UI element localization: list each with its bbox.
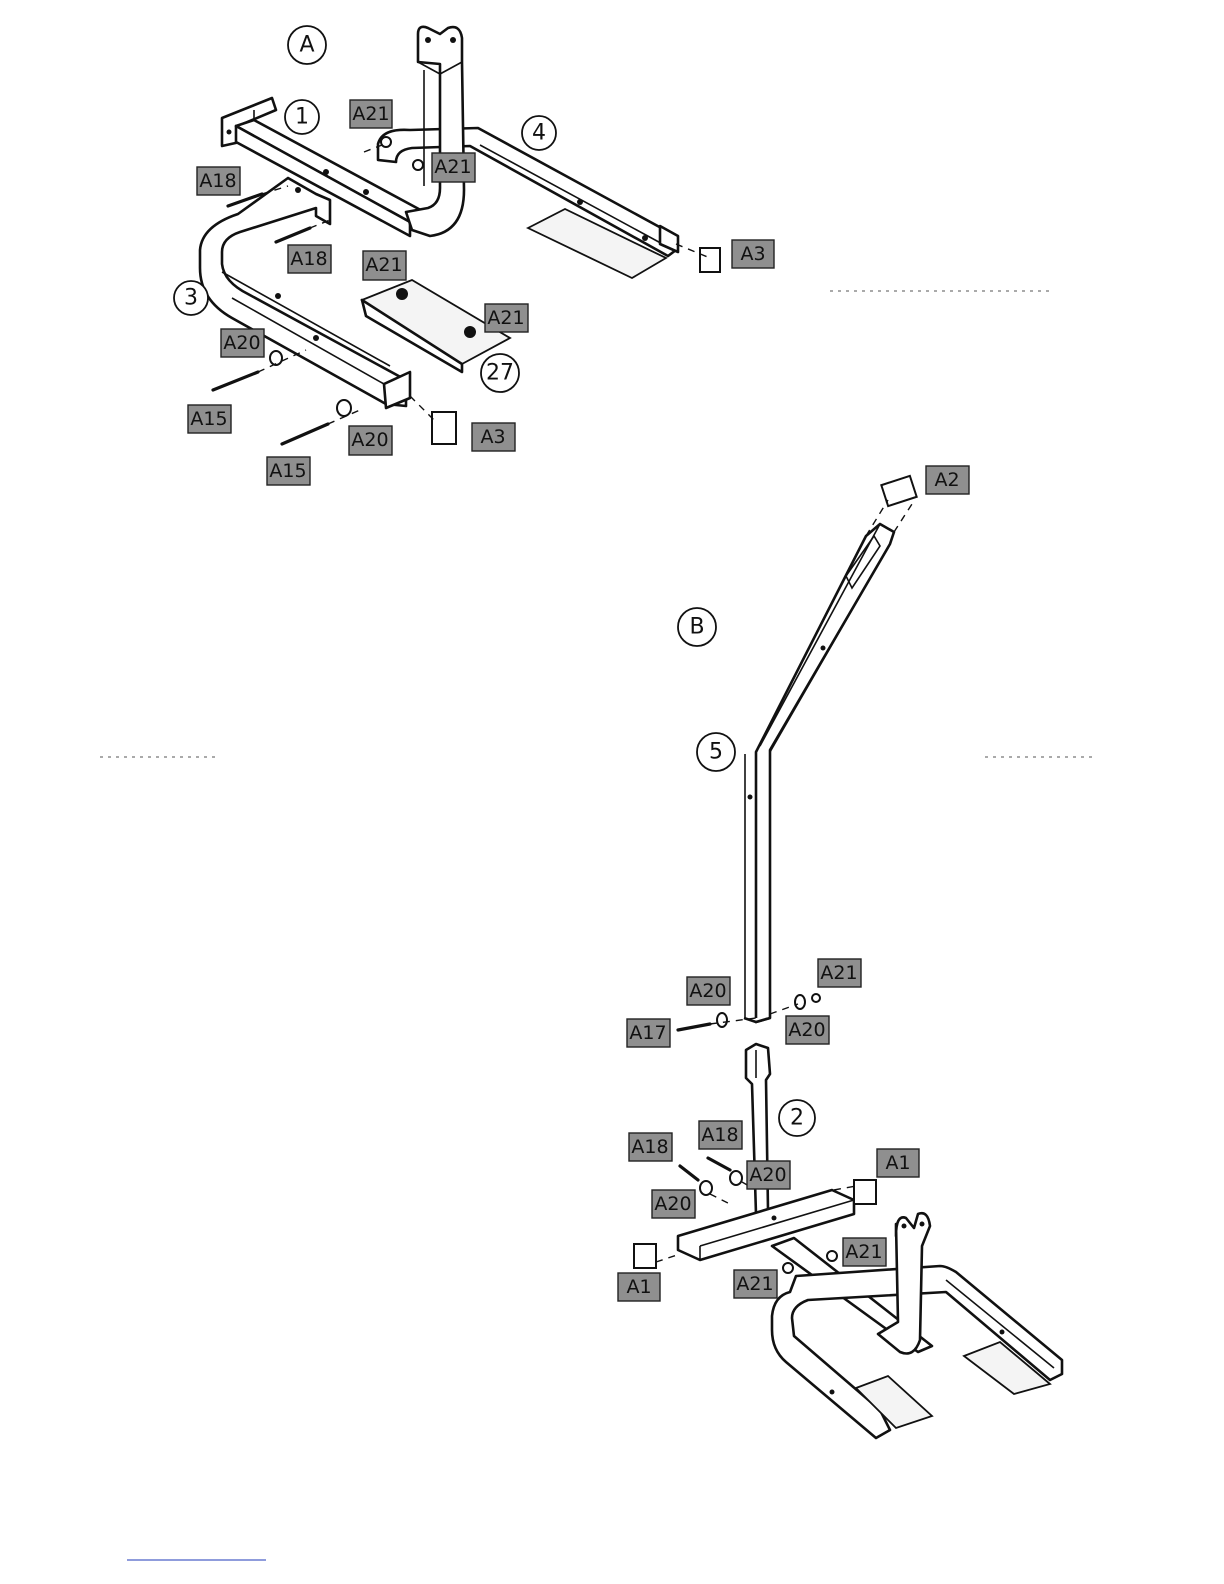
- hw-tag-label: A18: [290, 248, 327, 270]
- hw-tag: A20: [786, 1016, 829, 1044]
- post-part-2: [678, 1044, 854, 1260]
- hw-tag-label: A17: [629, 1022, 666, 1044]
- hw-tag-label: A15: [190, 408, 227, 430]
- hw-tag-label: A18: [701, 1124, 738, 1146]
- hw-tag: A21: [350, 100, 392, 128]
- hw-tag: A1: [618, 1273, 660, 1301]
- hw-tag: A21: [843, 1238, 886, 1266]
- hw-tag-label: A21: [736, 1273, 773, 1295]
- hw-tag-label: A21: [845, 1241, 882, 1263]
- hw-tag: A2: [926, 466, 969, 494]
- callout-part-3-label: 3: [184, 286, 198, 311]
- hw-tag-label: A21: [352, 103, 389, 125]
- hw-tag-label: A20: [689, 980, 726, 1002]
- callout-view-a-label: A: [299, 33, 314, 58]
- callout-part-2-label: 2: [790, 1106, 804, 1131]
- hw-tag: A18: [699, 1121, 742, 1149]
- hw-tag: A18: [197, 167, 240, 195]
- hw-tag: A18: [629, 1133, 672, 1161]
- hw-tag-label: A20: [749, 1164, 786, 1186]
- callout-view-b: B: [678, 608, 716, 646]
- hw-tag: A18: [288, 245, 331, 273]
- callout-part-4-label: 4: [532, 121, 546, 146]
- hw-tag-label: A20: [788, 1019, 825, 1041]
- hw-tag: A20: [687, 977, 730, 1005]
- hw-tag-label: A20: [654, 1193, 691, 1215]
- hw-tag: A21: [818, 959, 861, 987]
- hw-tag-label: A21: [434, 156, 471, 178]
- upright-part-5: [744, 524, 894, 1022]
- hw-tag: A17: [627, 1019, 670, 1047]
- hw-tag-label: A20: [351, 429, 388, 451]
- hw-tag-label: A21: [820, 962, 857, 984]
- callout-part-1: 1: [285, 100, 319, 134]
- hw-tag-label: A1: [885, 1152, 910, 1174]
- callout-view-b-label: B: [689, 615, 704, 640]
- hw-tag: A21: [734, 1270, 777, 1298]
- callout-part-4: 4: [522, 116, 556, 150]
- hw-tag-label: A18: [631, 1136, 668, 1158]
- hw-tag: A20: [349, 426, 392, 455]
- hw-tag: A3: [472, 423, 515, 451]
- frame-part-4: [378, 128, 678, 256]
- end-cap-a1-left: [634, 1244, 656, 1268]
- callout-part-27: 27: [481, 354, 519, 392]
- end-cap-a1-right: [854, 1180, 876, 1204]
- hw-tag: A20: [652, 1190, 695, 1218]
- callout-part-5-label: 5: [709, 740, 723, 765]
- callout-part-1-label: 1: [295, 105, 309, 130]
- hw-tag: A21: [432, 153, 475, 182]
- hw-tag-label: A3: [480, 426, 505, 448]
- callout-view-a: A: [288, 26, 326, 64]
- hw-tag: A21: [363, 251, 406, 280]
- hw-tag: A20: [221, 329, 264, 357]
- hw-tag: A15: [267, 457, 310, 485]
- hw-tag: A15: [188, 405, 231, 433]
- hw-tag-label: A2: [934, 469, 959, 491]
- hw-tag-label: A3: [740, 243, 765, 265]
- hw-tag: A3: [732, 240, 774, 268]
- hw-tag-label: A18: [199, 170, 236, 192]
- hw-tag-label: A1: [626, 1276, 651, 1298]
- hw-tag-label: A21: [487, 307, 524, 329]
- hw-tag-label: A20: [223, 332, 260, 354]
- view-a-assembly: [200, 27, 720, 444]
- callout-part-27-label: 27: [486, 361, 514, 386]
- hw-tag-label: A15: [269, 460, 306, 482]
- callout-part-5: 5: [697, 733, 735, 771]
- callout-part-2: 2: [779, 1100, 815, 1136]
- hw-tag: A20: [747, 1161, 790, 1189]
- hw-tag-label: A21: [365, 254, 402, 276]
- hw-tag: A21: [485, 304, 528, 332]
- callout-part-3: 3: [174, 281, 208, 315]
- hw-tag: A1: [877, 1149, 919, 1177]
